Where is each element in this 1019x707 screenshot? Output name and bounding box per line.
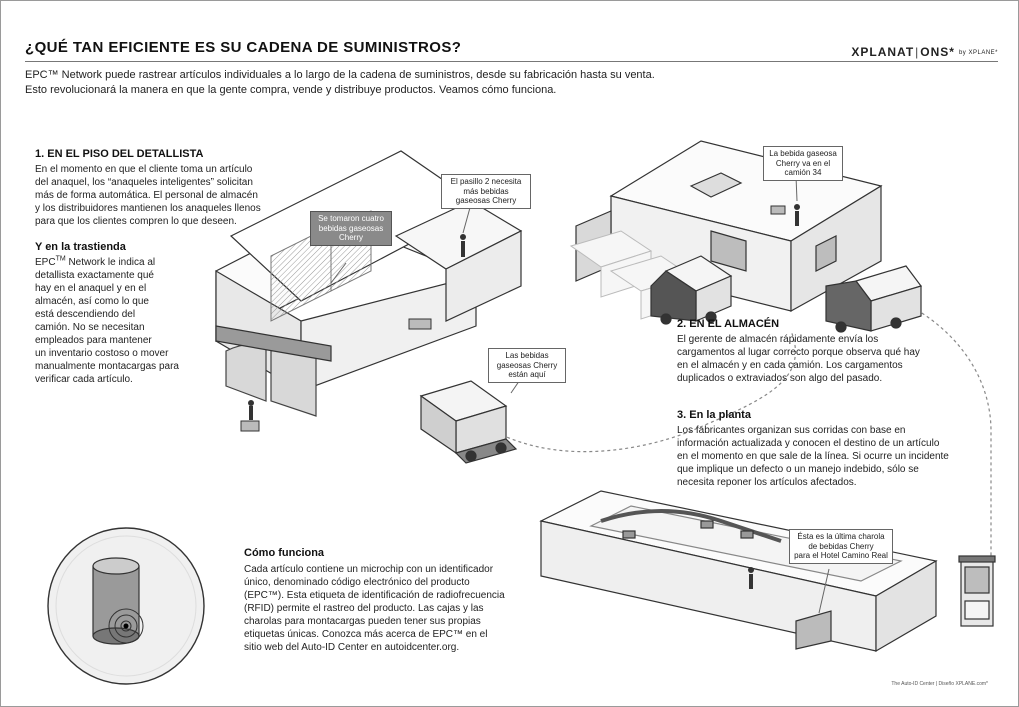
warehouse-text: El gerente de almacén rápidamente envía …	[677, 333, 977, 385]
backroom-text: EPCTM Network le indica al detallista ex…	[35, 256, 215, 386]
brand-by: by XPLANE*	[958, 49, 998, 56]
rfid-detail-circle	[47, 527, 205, 685]
callout-here: Las bebidas gaseosas Cherry están aquí	[488, 348, 566, 383]
xplanations-logo: XPLANAT|ONS*by XPLANE*	[851, 45, 998, 59]
callout-tray: Ésta es la última charola de bebidas Che…	[789, 529, 893, 564]
how-line: charolas para montacargas pueden tener s…	[244, 616, 481, 627]
retail-line: para que los clientes compren lo que des…	[35, 216, 237, 227]
store-truck	[419, 380, 518, 464]
backroom-line: verificar cada artículo.	[35, 374, 133, 385]
callout-line: Cherry	[338, 233, 363, 242]
callout-line: para el Hotel Camino Real	[794, 551, 888, 560]
retail-heading: 1. EN EL PISO DEL DETALLISTA	[35, 148, 204, 160]
plant-line: necesita reponer los artículos afectados…	[677, 477, 857, 488]
how-line: etiquetas únicas. Conozca más acerca de …	[244, 629, 488, 640]
brand-separator: |	[915, 45, 920, 59]
callout-taken: Se tomaron cuatro bebidas gaseosas Cherr…	[310, 211, 392, 246]
retail-line: del anaquel, los “anaqueles inteligentes…	[35, 177, 253, 188]
callout-aisle: El pasillo 2 necesita más bebidas gaseos…	[441, 174, 531, 209]
intro-line: Esto revolucionará la manera en que la g…	[25, 84, 557, 96]
retail-line: En el momento en que el cliente toma un …	[35, 164, 253, 175]
rfid-waves	[108, 608, 144, 644]
callout-line: camión 34	[784, 168, 822, 177]
callout-line: bebidas gaseosas	[318, 223, 384, 233]
warehouse-line: duplicados o extraviados son algo del pa…	[677, 373, 883, 384]
backroom-line: manualmente montacargas para	[35, 361, 179, 372]
store-people	[240, 234, 466, 432]
how-text: Cada artículo contiene un microchip con …	[244, 563, 544, 654]
warehouse-heading: 2. EN EL ALMACÉN	[677, 318, 780, 330]
how-line: (EPC™). Esta etiqueta de identificación …	[244, 590, 505, 601]
soda-can	[92, 557, 140, 645]
backroom-line: camión. No se necesitan	[35, 322, 145, 333]
warehouse-truck-right	[825, 265, 922, 333]
callout-truck: La bebida gaseosa Cherry va en el camión…	[763, 146, 843, 181]
stockroom	[394, 200, 523, 322]
title-divider	[25, 61, 998, 62]
backroom-first-rest: Network le indica al	[65, 257, 156, 268]
how-line: (RFID) permite el rastreo del producto. …	[244, 603, 484, 614]
plant-text: Los fabricantes organizan sus corridas c…	[677, 424, 977, 489]
warehouse-building	[575, 140, 883, 313]
retail-text: En el momento en que el cliente toma un …	[35, 163, 305, 228]
warehouse-line: en el almacén y en cada camión. Los carg…	[677, 360, 903, 371]
page-title: ¿QUÉ TAN EFICIENTE ES SU CADENA DE SUMIN…	[25, 39, 462, 56]
backroom-line: almacén, así como lo que	[35, 296, 149, 307]
backroom-heading: Y en la trastienda	[35, 241, 126, 253]
callout-line: Cherry va en el	[775, 158, 831, 168]
intro-text: EPC™ Network puede rastrear artículos in…	[25, 68, 785, 98]
callout-line: están aquí	[508, 370, 546, 379]
vending-machine	[958, 555, 996, 627]
backroom-line: hay en el anaquel y en el	[35, 283, 147, 294]
plant-line: en el momento en que sale de la línea. S…	[677, 451, 949, 462]
how-heading: Cómo funciona	[244, 547, 325, 559]
callout-line: El pasillo 2 necesita	[450, 177, 522, 186]
warehouse-truck-left	[650, 255, 733, 325]
callout-line: más bebidas	[463, 186, 509, 196]
warehouse-worker	[770, 204, 800, 226]
brand-part-2: ONS*	[920, 45, 955, 59]
brand-part-1: XPLANAT	[851, 45, 915, 59]
plant-heading: 3. En la planta	[677, 409, 751, 421]
how-line: Cada artículo contiene un microchip con …	[244, 564, 494, 575]
warehouse-line: cargamentos al lugar correcto porque obs…	[677, 347, 920, 358]
plant-worker	[748, 567, 754, 589]
plant-line: información actualizada y conocen el des…	[677, 438, 940, 449]
backroom-line: está descendiendo del	[35, 309, 136, 320]
how-line: único, denominado código electrónico del…	[244, 577, 470, 588]
plant-line: que implique un defecto o un manejo inde…	[677, 464, 919, 475]
how-line: sitio web del Auto-ID Center en autoidce…	[244, 642, 460, 653]
callout-line: gaseosas Cherry	[496, 360, 558, 370]
backroom-line: detallista exactamente qué	[35, 270, 154, 281]
microchip	[123, 623, 129, 629]
callout-line: Ésta es la última charola	[797, 532, 885, 541]
retail-line: más de forma automática. El personal de …	[35, 190, 258, 201]
backroom-line: un inventario costoso o mover	[35, 348, 169, 359]
tm-superscript: TM	[55, 255, 66, 263]
credits-footer: The Auto-ID Center | Diseño XPLANE.com*	[891, 681, 988, 687]
callout-line: gaseosas Cherry	[455, 196, 517, 205]
backroom-line: empleados para mantener	[35, 335, 152, 346]
plant-line: Los fabricantes organizan sus corridas c…	[677, 425, 906, 436]
epc-text: EPC	[35, 257, 56, 268]
callout-line: La bebida gaseosa	[769, 149, 837, 158]
intro-line: EPC™ Network puede rastrear artículos in…	[25, 69, 655, 81]
callout-line: de bebidas Cherry	[808, 541, 874, 551]
callout-line: Se tomaron cuatro	[318, 214, 384, 223]
plant-building	[539, 490, 938, 653]
backroom-first-line: EPCTM Network le indica al	[35, 256, 215, 269]
warehouse-line: El gerente de almacén rápidamente envía …	[677, 334, 879, 345]
retail-line: y los distribuidores mantienen los anaqu…	[35, 203, 261, 214]
callout-line: Las bebidas	[505, 351, 549, 360]
